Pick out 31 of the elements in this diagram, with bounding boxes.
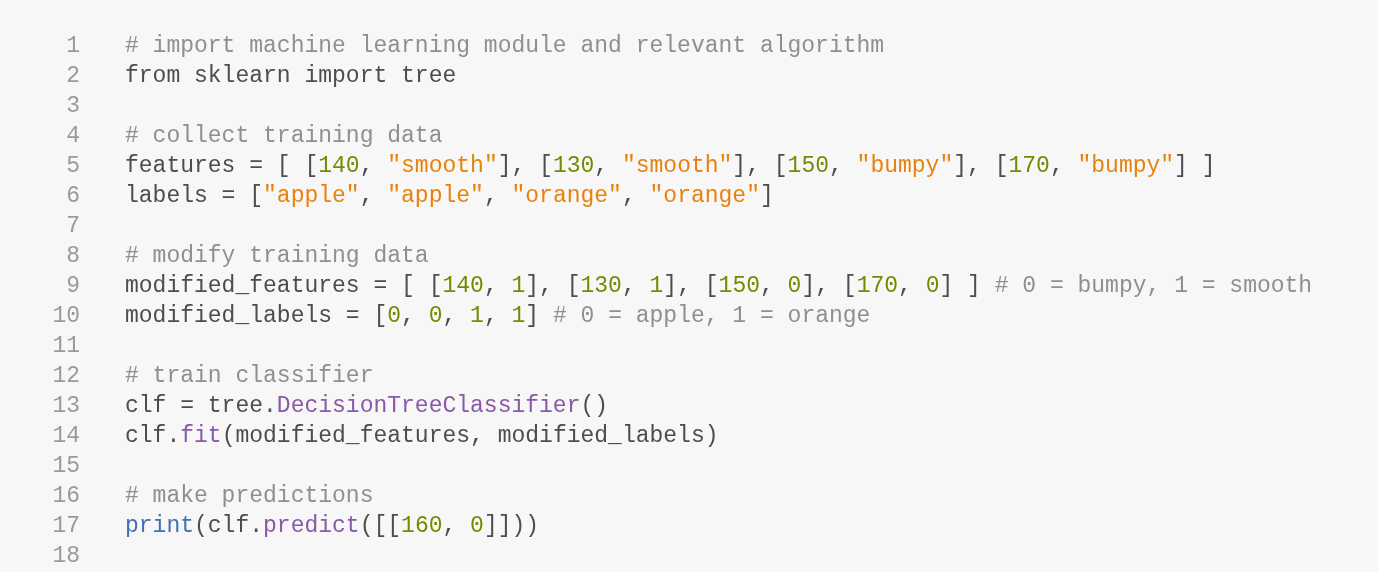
line-number: 2 (65, 62, 80, 90)
code-line: # make predictions (125, 482, 374, 510)
code-line: # train classifier (125, 362, 374, 390)
line-number: 15 (51, 452, 80, 480)
code-line: # collect training data (125, 122, 443, 150)
line-number: 8 (65, 242, 80, 270)
line-number: 18 (51, 542, 80, 570)
line-number: 14 (51, 422, 80, 450)
line-number: 5 (65, 152, 80, 180)
code-line: clf.fit(modified_features, modified_labels) (125, 422, 719, 450)
line-number: 1 (65, 32, 80, 60)
code-line: from sklearn import tree (125, 62, 457, 90)
line-number: 4 (65, 122, 80, 150)
line-number: 10 (51, 302, 80, 330)
code-line: # import machine learning module and relevant algorithm (125, 32, 885, 60)
code-line: labels = ["apple", "apple", "orange", "orange"] (125, 182, 774, 210)
line-number: 12 (51, 362, 80, 390)
line-number: 6 (65, 182, 80, 210)
line-number: 17 (51, 512, 80, 540)
line-number: 13 (51, 392, 80, 420)
line-number: 16 (51, 482, 80, 510)
code-line: modified_labels = [0, 0, 1, 1] # 0 = apple, 1 = orange (125, 302, 871, 330)
code-line: print(clf.predict([[160, 0]])) (125, 512, 540, 540)
line-number: 9 (65, 272, 80, 300)
code-line: clf = tree.DecisionTreeClassifier() (125, 392, 609, 420)
code-line: # modify training data (125, 242, 429, 270)
line-number: 7 (65, 212, 80, 240)
line-number: 3 (65, 92, 80, 120)
line-number: 11 (51, 332, 80, 360)
code-line: modified_features = [ [140, 1], [130, 1], [150, 0], [170, 0] ] # 0 = bumpy, 1 = smooth (125, 272, 1313, 300)
code-line: features = [ [140, "smooth"], [130, "smooth"], [150, "bumpy"], [170, "bumpy"] ] (125, 152, 1216, 180)
